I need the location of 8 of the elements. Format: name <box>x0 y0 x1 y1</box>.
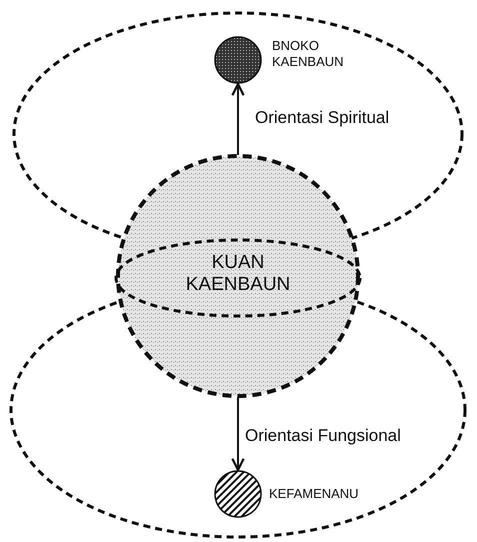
circle-symbol <box>215 471 261 517</box>
circle-symbol <box>215 37 261 83</box>
place-label: BNOKO KAENBAUN <box>272 38 345 70</box>
arrow <box>231 82 245 155</box>
edge-label: Orientasi Fungsional <box>244 426 402 446</box>
arrow <box>231 397 245 472</box>
edge-label: Orientasi Spiritual <box>254 108 390 128</box>
place-label: KEFAMENANU <box>269 486 359 502</box>
